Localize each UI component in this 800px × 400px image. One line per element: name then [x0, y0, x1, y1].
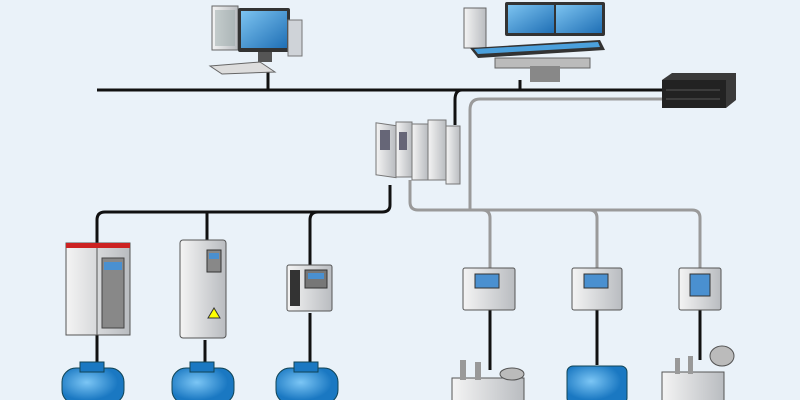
protection-relay-icon[interactable] — [571, 267, 623, 311]
protection-network-lines — [408, 97, 702, 268]
network-server-icon[interactable] — [662, 73, 736, 108]
compact-drive-icon[interactable] — [286, 264, 333, 312]
transformer-icon — [661, 345, 735, 400]
drive-bus-line — [95, 185, 392, 245]
control-network-lines — [95, 72, 702, 370]
electric-motor-icon — [275, 361, 339, 400]
relay-2-link — [588, 208, 599, 268]
pump-icon — [566, 365, 628, 400]
electric-motor-icon — [171, 361, 235, 400]
drive-3-link — [308, 210, 319, 265]
server-link — [468, 97, 662, 210]
operator-workstation-icon[interactable] — [208, 5, 303, 75]
protection-relay-icon[interactable] — [678, 267, 722, 311]
control-room-console-icon[interactable] — [463, 2, 605, 82]
electric-motor-icon — [61, 361, 125, 400]
transformer-icon — [451, 360, 525, 400]
relay-bus-line — [408, 180, 702, 268]
drive-cabinet-icon[interactable] — [65, 242, 131, 336]
plc-controller-icon[interactable] — [375, 119, 461, 185]
frequency-drive-icon[interactable] — [179, 239, 227, 339]
relay-1-link — [481, 208, 492, 268]
protection-relay-icon[interactable] — [462, 267, 516, 311]
controller-uplink — [453, 88, 463, 125]
